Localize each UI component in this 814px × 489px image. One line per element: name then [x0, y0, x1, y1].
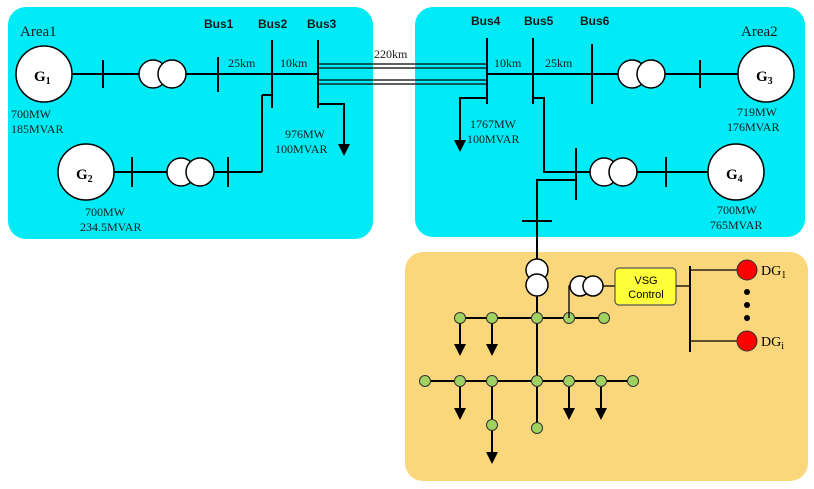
g4-reactive-label: 765MVAR: [710, 218, 762, 232]
dgi-label: DGi: [761, 335, 784, 352]
node: [598, 312, 610, 324]
vsg-transformer: [569, 275, 604, 297]
transformer-t3: [617, 59, 666, 89]
dg1-unit: [736, 259, 758, 281]
vsg-label-line2: Control: [628, 289, 663, 301]
node: [595, 375, 607, 387]
vsg-label-line1: VSG: [634, 275, 657, 287]
upper-load-b-arrow-icon: [486, 344, 498, 356]
node: [531, 375, 543, 387]
node: [419, 375, 431, 387]
line-bus4-bus5-label: 10km: [494, 56, 522, 70]
area1-label: Area1: [20, 24, 57, 40]
g1-power-label: 700MW: [11, 107, 52, 121]
line-bus5-bus6-label: 25km: [545, 56, 573, 70]
load4-line: [459, 97, 487, 142]
node: [486, 312, 498, 324]
bus1-label: Bus1: [204, 17, 234, 31]
node: [486, 419, 498, 431]
tie-line-label: 220km: [374, 47, 408, 61]
lower-load-b-arrow-icon: [486, 452, 498, 464]
bus5-to-g4-line: [533, 97, 576, 173]
microgrid-link: [536, 179, 576, 262]
generator-g3: G3: [737, 45, 795, 103]
line-bus1-bus2-label: 25km: [228, 56, 256, 70]
lower-load-d-arrow-icon: [595, 408, 607, 420]
svg-text:G1: G1: [34, 69, 51, 87]
g3-power-label: 719MW: [737, 105, 778, 119]
upper-load-a-arrow-icon: [454, 344, 466, 356]
node: [531, 422, 543, 434]
load3-line: [318, 103, 345, 146]
node: [563, 375, 575, 387]
microgrid-region: [405, 252, 808, 481]
bus5-label: Bus5: [524, 14, 554, 28]
svg-text:G3: G3: [756, 69, 773, 87]
transformer-t2: [166, 157, 215, 187]
g2-power-label: 700MW: [85, 205, 126, 219]
bus4-label: Bus4: [471, 14, 501, 28]
g2-reactive-label: 234.5MVAR: [80, 220, 141, 234]
microgrid-transformer: [525, 258, 549, 297]
g3-reactive-label: 176MVAR: [727, 120, 779, 134]
line-bus2-bus3-label: 10km: [280, 56, 308, 70]
bus6-label: Bus6: [580, 14, 610, 28]
vsg-control-box: VSG Control: [614, 267, 677, 306]
svg-text:G2: G2: [76, 167, 93, 185]
bus3-label: Bus3: [307, 17, 337, 31]
load3-arrow-icon: [338, 144, 350, 156]
load3-reactive-label: 100MVAR: [275, 142, 327, 156]
node: [486, 375, 498, 387]
node: [627, 375, 639, 387]
area2-region: [415, 7, 805, 237]
ellipsis-dots: [744, 289, 750, 321]
load4-arrow-icon: [454, 140, 466, 152]
load4-power-label: 1767MW: [470, 117, 517, 131]
generator-g4: G4: [707, 143, 765, 201]
microgrid-nodes: [419, 312, 639, 434]
load3-power-label: 976MW: [285, 127, 326, 141]
load4-reactive-label: 100MVAR: [467, 132, 519, 146]
generator-g2: G2: [57, 143, 115, 201]
bus2-label: Bus2: [258, 17, 288, 31]
transformer-t4: [589, 157, 638, 187]
svg-text:G4: G4: [726, 167, 743, 185]
node: [454, 375, 466, 387]
node: [454, 312, 466, 324]
area2-label: Area2: [741, 24, 778, 40]
node: [531, 312, 543, 324]
generator-g1: G1: [15, 45, 73, 103]
dg1-label: DG1: [761, 264, 786, 281]
dgi-unit: [736, 330, 758, 352]
transformer-t1: [138, 59, 187, 89]
lower-load-a-arrow-icon: [454, 408, 466, 420]
g1-reactive-label: 185MVAR: [11, 122, 63, 136]
lower-load-c-arrow-icon: [563, 408, 575, 420]
g4-power-label: 700MW: [717, 203, 758, 217]
